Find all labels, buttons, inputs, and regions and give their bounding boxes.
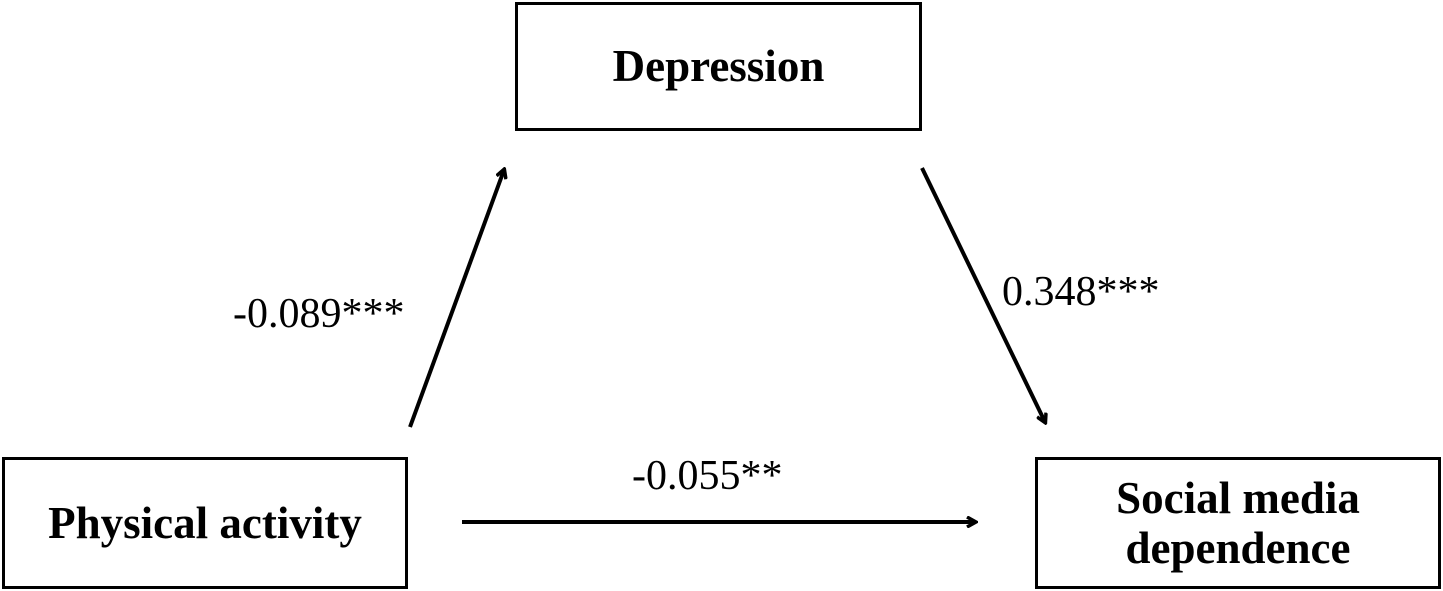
mediator-label: Depression (612, 41, 825, 92)
path-b-arrow (920, 167, 1045, 422)
path-a-arrow (408, 170, 504, 428)
outcome-label-line2: dependence (1125, 523, 1351, 573)
path-b-coefficient: 0.348*** (1002, 269, 1160, 315)
outcome-box-social-media-dependence: Social media dependence (1035, 457, 1441, 589)
predictor-box-physical-activity: Physical activity (2, 457, 408, 589)
mediator-box-depression: Depression (515, 2, 922, 131)
predictor-label: Physical activity (48, 497, 362, 548)
outcome-label-line1: Social media (1116, 472, 1360, 523)
path-a-coefficient: -0.089*** (233, 291, 405, 337)
path-c-prime-coefficient: -0.055** (632, 453, 783, 499)
